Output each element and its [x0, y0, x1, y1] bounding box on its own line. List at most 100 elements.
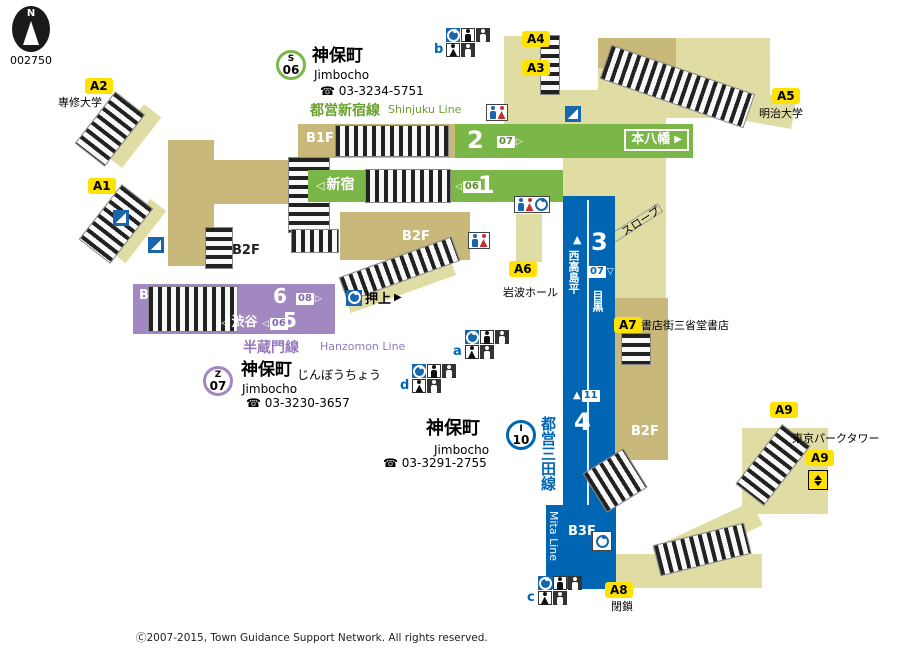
compass-needle-icon: N	[12, 6, 50, 52]
stroller-icon	[479, 345, 494, 359]
ostomate-icon	[442, 364, 457, 378]
station-phone: ☎ 03-3230-3657	[246, 396, 350, 410]
landmark-a9: 東京パークタワー	[792, 432, 880, 445]
floor-label-b2f-mid: B2F	[402, 229, 430, 244]
ostomate-icon	[476, 28, 491, 42]
platform-3-number: 3	[591, 228, 608, 256]
escalator-marker-06b: ◁ 06	[262, 318, 288, 330]
hanzomon-line-name-en: Hanzomon Line	[320, 340, 406, 353]
cluster-label-d: d	[400, 378, 410, 393]
mita-line-en-label: Mita Line	[547, 511, 560, 562]
line-letter: S	[287, 53, 295, 64]
elevator-marker-11: ▲ 11	[573, 390, 600, 402]
baby-chair-icon	[479, 330, 494, 344]
shinjuku-line-name-en: Shinjuku Line	[388, 103, 462, 116]
elevator-icon	[808, 470, 828, 490]
mita-line-station-symbol: I 10	[506, 420, 536, 450]
floor-label-b2f-left: B2F	[232, 243, 260, 258]
facility-icons	[464, 330, 509, 359]
platform-5-number: 5	[283, 308, 297, 332]
baby-bed-icon	[464, 345, 479, 359]
platform-2-number: 2	[467, 126, 484, 154]
landmark-a7: 書店街三省堂書店	[641, 319, 729, 332]
line-letter: Z	[214, 369, 222, 380]
destination-label: 本八幡	[631, 132, 671, 147]
escalator-number: 07	[588, 266, 606, 278]
stroller-icon	[552, 591, 567, 605]
elevator-direction-arrow: ▲	[573, 390, 581, 401]
stairs	[621, 333, 651, 365]
exit-a6-badge: A6	[509, 261, 537, 277]
landmark-a8: 閉鎖	[611, 600, 633, 613]
escalator-marker-07m: 07 ▽	[588, 266, 614, 278]
mita-platform-bar-bottom: Mita Line B3F	[546, 505, 616, 589]
ostomate-icon	[494, 330, 509, 344]
landmark-a5: 明治大学	[759, 107, 803, 120]
stairs	[540, 35, 560, 95]
elevator-number: 11	[581, 390, 600, 402]
station-phone: ☎ 03-3291-2755	[383, 456, 487, 470]
destination-motoyawata: 本八幡 ▶	[624, 129, 689, 151]
stroller-icon	[427, 379, 442, 393]
platform-divider	[587, 200, 589, 516]
escalator-number: 06	[462, 181, 481, 193]
escalator-number: 06	[269, 318, 288, 330]
stairs	[205, 227, 233, 269]
station-name-en: Jimbocho	[434, 443, 490, 457]
baby-bed-icon	[537, 591, 552, 605]
landmark-a2: 専修大学	[58, 96, 102, 109]
compass: N	[12, 6, 50, 52]
escalator-direction-arrow: ◁	[455, 181, 462, 192]
shinjuku-line-station-symbol: S 06	[276, 50, 306, 80]
accessible-toilet-icon	[535, 198, 548, 211]
escalator-marker-07: 07 ▷	[497, 136, 523, 148]
facility-cluster-a: a	[453, 330, 509, 359]
station-name-mita-line: 神保町	[426, 418, 480, 439]
station-number: 06	[282, 62, 300, 77]
exit-a7-badge: A7	[614, 317, 642, 333]
direction-north-arrow: ▲	[573, 233, 582, 246]
mens-toilet-icon	[517, 198, 524, 211]
baby-bed-icon	[446, 43, 461, 57]
baby-chair-icon	[461, 28, 476, 42]
wheelchair-icon	[346, 289, 362, 306]
cluster-label-b: b	[434, 42, 444, 57]
accessible-toilet-icon	[464, 330, 479, 344]
landmark-a6: 岩波ホール	[503, 286, 558, 299]
cluster-label-a: a	[453, 344, 462, 359]
station-number: 10	[512, 432, 530, 447]
corridor-path	[516, 214, 542, 262]
station-name-kana: じんぼうちょう	[297, 368, 382, 382]
stairs	[291, 229, 339, 253]
platform-4-number: 4	[574, 408, 591, 436]
destination-oshiage: 押上 ▶	[346, 288, 402, 307]
escalator-direction-arrow: ▷	[314, 293, 322, 304]
north-arrow-icon	[23, 21, 39, 45]
station-name-en: Jimbocho	[242, 382, 298, 396]
hanzomon-line-name: 半蔵門線	[243, 340, 299, 356]
womens-toilet-icon	[498, 106, 505, 119]
floor-label-b1f: B1F	[306, 131, 334, 146]
mens-toilet-icon	[489, 106, 496, 119]
destination-arrow: ▶	[674, 133, 682, 145]
accessible-toilet-icon	[412, 364, 427, 378]
shinjuku-line-name: 都営新宿線	[310, 103, 380, 119]
ostomate-icon	[567, 576, 582, 590]
floor-label-b3f: B3F	[568, 524, 596, 539]
shinjuku-platform-2-bar: 2 07 ▷ 本八幡 ▶	[455, 124, 693, 158]
platform-6-number: 6	[273, 284, 287, 308]
exit-a9-badge: A9	[770, 402, 798, 418]
escalator-direction-arrow: ▽	[606, 266, 614, 277]
map-id: 002750	[10, 54, 52, 67]
direction-meguro: 目黒	[591, 290, 604, 312]
destination-label: 押上	[365, 292, 392, 307]
destination-shibuya: ◁ 渋谷	[221, 316, 257, 329]
destination-shinjuku: ◁ 新宿	[316, 178, 354, 192]
toilet-icon	[486, 104, 508, 121]
hanzomon-line-station-symbol: Z 07	[203, 366, 233, 396]
toilet-icon	[468, 232, 490, 249]
copyright-notice: Ⓒ2007-2015, Town Guidance Support Networ…	[136, 632, 488, 644]
facility-icons	[412, 364, 457, 393]
facility-icons	[537, 576, 582, 605]
destination-label: 新宿	[326, 177, 355, 193]
